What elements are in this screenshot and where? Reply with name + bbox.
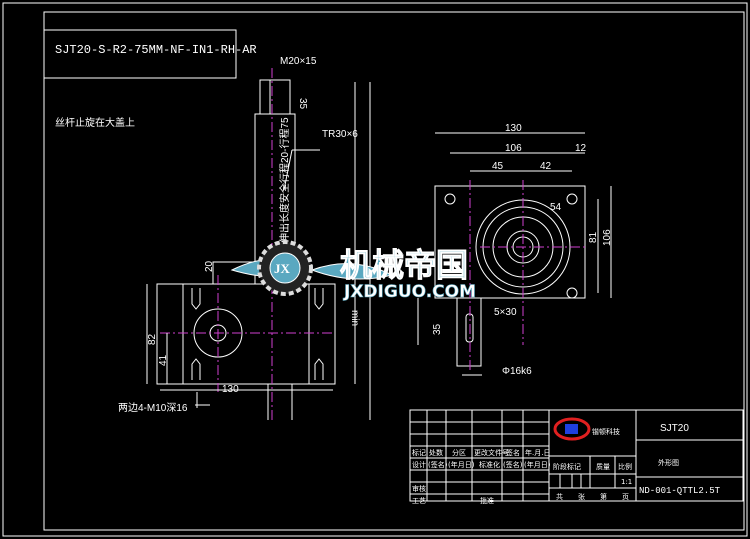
front-view	[146, 68, 371, 420]
side-view	[417, 132, 612, 376]
standardization-date: (年月日)	[524, 460, 551, 469]
page-label: 页	[622, 493, 629, 501]
approve-label: 批准	[480, 496, 494, 505]
shaft-dim: Φ16k6	[502, 366, 532, 377]
company-name: 锴顿科技	[592, 427, 620, 436]
dim-130: 130	[222, 384, 239, 395]
model-code-box	[43, 29, 237, 79]
side-dim-45: 45	[492, 161, 504, 172]
drawing-number: ND-001-QTTL2.5T	[639, 486, 721, 496]
screw-thread-label: TR30×6	[322, 129, 358, 140]
design-signature: (签名)	[428, 460, 448, 469]
side-dim-12: 12	[575, 143, 587, 154]
side-dim-42: 42	[540, 161, 552, 172]
note-text: 丝杆止旋在大盖上	[55, 116, 135, 129]
header-change-doc: 更改文件号	[474, 448, 509, 457]
stroke-note: 丝杆伸出长度安全行程20-行程75	[278, 117, 291, 263]
weight-label: 质量	[596, 462, 610, 471]
min-label: min	[349, 310, 360, 326]
dim-20: 20	[204, 260, 215, 272]
side-dim-106: 106	[505, 143, 522, 154]
side-dim-81: 81	[588, 231, 599, 243]
header-signature: 签名	[506, 448, 520, 457]
inner-frame	[43, 11, 745, 531]
watermark-site: JXDIGUO.COM	[343, 282, 476, 302]
key-dim: 5×30	[494, 307, 517, 318]
side-dim-35: 35	[432, 323, 443, 335]
dim-41: 41	[158, 354, 169, 366]
design-date: (年月日)	[448, 460, 475, 469]
watermark-logo: JX 机械帝国 JXDIGUO.COM	[230, 240, 476, 302]
header-count: 处数	[429, 448, 443, 457]
header-date: 年.月.日	[525, 448, 550, 457]
header-mark: 标记	[412, 448, 426, 457]
title-block	[409, 409, 744, 502]
side-dim-54: 54	[550, 202, 562, 213]
process-label: 工艺	[412, 497, 426, 505]
model-code: SJT20-S-R2-75MM-NF-IN1-RH-AR	[55, 43, 257, 57]
dim-82: 82	[147, 333, 158, 345]
drawing-name: 外形图	[658, 458, 679, 467]
sheets-total-label: 共	[556, 492, 563, 501]
watermark-title: 机械帝国	[340, 246, 468, 284]
side-dim-106-vertical: 106	[602, 229, 613, 246]
thread-end-dim: M20×15	[280, 56, 317, 67]
review-label: 审核	[412, 484, 426, 493]
end-length-dim: 35	[297, 98, 308, 110]
scale-value: 1:1	[621, 478, 632, 486]
standardization-label: 标准化	[479, 460, 500, 469]
side-dim-130: 130	[505, 123, 522, 134]
stage-label: 阶段标记	[553, 462, 581, 471]
standardization-signature: (签名)	[503, 460, 523, 469]
sheets-unit-label: 张	[578, 492, 585, 501]
sheet-number-label: 第	[600, 492, 607, 501]
holes-note: 两边4-M10深16	[118, 402, 188, 414]
scale-label: 比例	[618, 462, 632, 471]
header-zone: 分区	[452, 448, 466, 457]
design-label: 设计	[412, 460, 426, 469]
product-name: SJT20	[660, 423, 689, 434]
watermark-badge: JX	[274, 261, 291, 276]
